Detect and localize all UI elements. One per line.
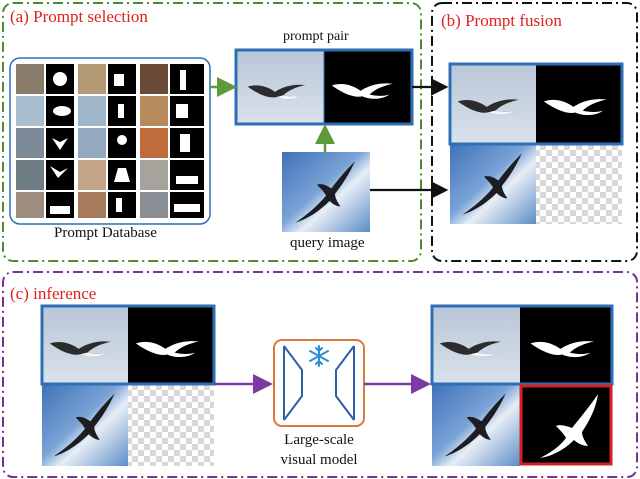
inference-output-grid xyxy=(430,304,614,466)
model-box xyxy=(273,339,365,427)
model-caption-line1: Large-scale xyxy=(284,432,354,448)
panel-b-title: (b) Prompt fusion xyxy=(441,11,562,30)
prompt-pair-a xyxy=(234,48,414,126)
query-image-a xyxy=(282,152,370,232)
panel-c-title: (c) inference xyxy=(10,284,97,303)
panel-c-border xyxy=(2,271,638,478)
snowflake-icon xyxy=(309,345,329,367)
model-caption-line2: visual model xyxy=(280,452,358,468)
inference-input-grid xyxy=(40,304,216,466)
fusion-grid xyxy=(448,62,624,224)
panel-a-border xyxy=(2,2,422,262)
panel-a-title: (a) Prompt selection xyxy=(10,7,148,26)
model-caption: Large-scale visual model xyxy=(259,430,379,470)
panel-b-border xyxy=(431,2,638,262)
prompt-pair-caption: prompt pair xyxy=(283,29,349,44)
predicted-mask xyxy=(519,384,613,466)
query-image-caption: query image xyxy=(290,235,365,251)
prompt-database-caption: Prompt Database xyxy=(54,225,157,241)
prompt-database-grid xyxy=(16,64,204,218)
